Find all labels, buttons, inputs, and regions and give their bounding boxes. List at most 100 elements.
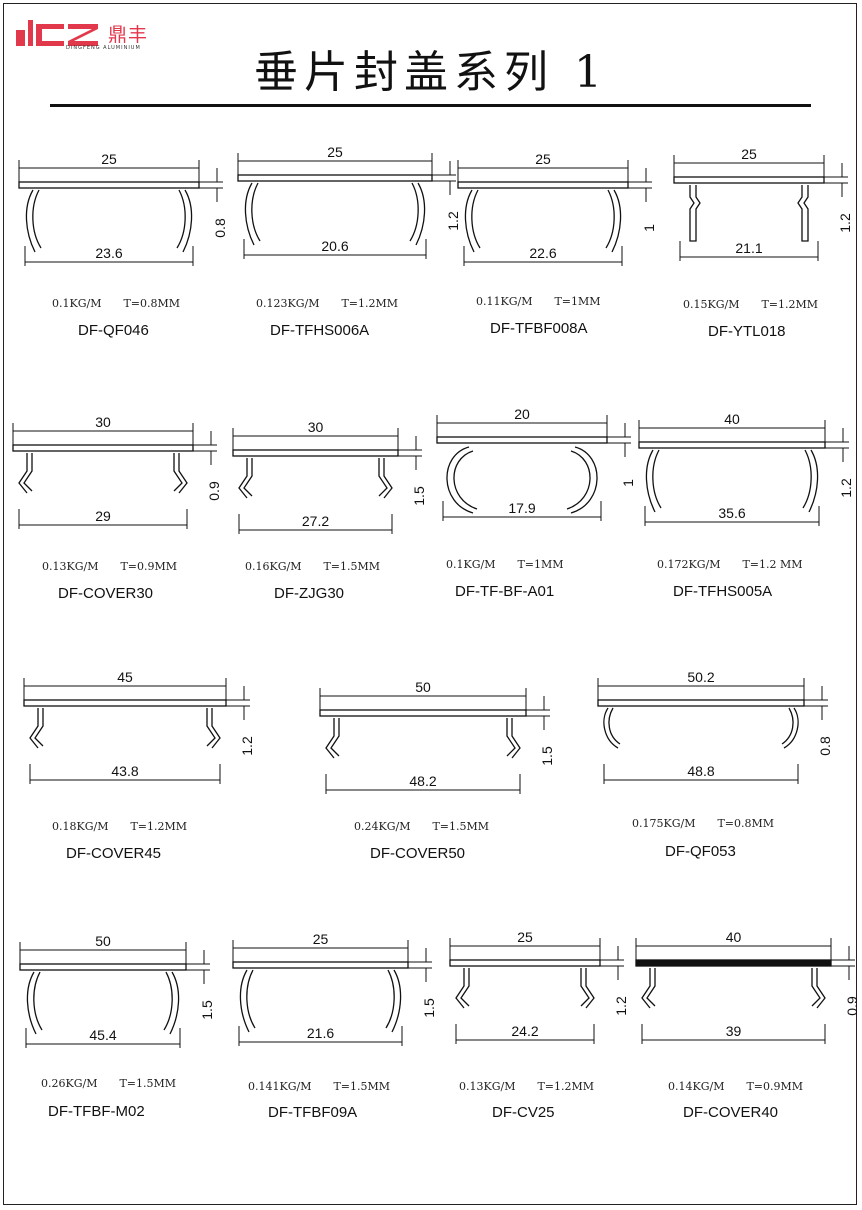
weight-value: 0.1KG/M bbox=[52, 297, 102, 310]
cover-plate bbox=[237, 174, 433, 182]
model-code: DF-TF-BF-A01 bbox=[455, 583, 555, 600]
inner-width-label: 21.1 bbox=[735, 240, 762, 256]
inner-dimension bbox=[455, 1024, 595, 1044]
spec-line: 0.15KG/M T=1.2MM bbox=[683, 298, 818, 311]
inner-dimension bbox=[641, 1024, 826, 1044]
width-label: 25 bbox=[741, 146, 757, 162]
thickness-dimension bbox=[398, 436, 422, 470]
inner-width-label: 43.8 bbox=[111, 763, 138, 779]
inner-dimension bbox=[603, 764, 799, 784]
spec-line: 0.1KG/M T=1MM bbox=[446, 558, 564, 571]
spec-line: 0.141KG/M T=1.5MM bbox=[248, 1080, 390, 1093]
thickness-value: T=1.5MM bbox=[323, 560, 381, 573]
inner-dimension bbox=[25, 1028, 181, 1048]
profile-shape bbox=[603, 707, 799, 749]
title-divider bbox=[50, 104, 811, 107]
width-dimension bbox=[237, 153, 433, 175]
thickness-dimension bbox=[408, 948, 432, 982]
inner-dimension bbox=[644, 506, 820, 526]
thickness-value: T=1.2MM bbox=[341, 297, 399, 310]
weight-value: 0.18KG/M bbox=[52, 820, 109, 833]
inner-dimension bbox=[29, 764, 221, 784]
inner-width-label: 27.2 bbox=[302, 513, 329, 529]
profile-drawing: 301.527.2 bbox=[232, 419, 427, 534]
width-label: 30 bbox=[95, 414, 111, 430]
thickness-value: T=1.2MM bbox=[537, 1080, 595, 1093]
inner-width-label: 23.6 bbox=[95, 245, 122, 261]
thickness-dimension bbox=[825, 428, 849, 462]
inner-dimension bbox=[24, 246, 194, 266]
inner-dimension bbox=[243, 239, 427, 259]
logo-mark-icon bbox=[16, 20, 98, 46]
thickness-value: T=1.2MM bbox=[761, 298, 819, 311]
width-dimension bbox=[319, 688, 527, 710]
thickness-value: T=1MM bbox=[517, 558, 564, 571]
profile-drawing: 45 1.2 43.8 bbox=[23, 669, 255, 784]
page-frame bbox=[3, 3, 857, 1205]
page-title: 垂片封盖系列 1 bbox=[254, 47, 608, 98]
model-code: DF-COVER50 bbox=[370, 845, 466, 862]
profile-shape bbox=[325, 718, 521, 759]
profile-drawing: 251.220.6 bbox=[237, 144, 461, 259]
width-dimension bbox=[18, 160, 200, 182]
cover-plate bbox=[635, 959, 832, 967]
thickness-value: T=1.5MM bbox=[333, 1080, 391, 1093]
model-code: DF-COVER45 bbox=[66, 845, 162, 862]
width-label: 40 bbox=[724, 411, 740, 427]
thickness-label: 0.8 bbox=[212, 218, 228, 238]
spec-line: 0.123KG/M T=1.2MM bbox=[256, 297, 398, 310]
thickness-value: T=0.8MM bbox=[717, 817, 775, 830]
model-code: DF-TFBF09A bbox=[268, 1104, 358, 1121]
thickness-value: T=0.8MM bbox=[123, 297, 181, 310]
width-label: 40 bbox=[726, 929, 742, 945]
weight-value: 0.1KG/M bbox=[446, 558, 496, 571]
model-code: DF-QF053 bbox=[665, 843, 736, 860]
logo-english: DINGFENG ALUMINIUM bbox=[66, 45, 141, 51]
profile-shape bbox=[244, 182, 426, 246]
inner-width-label: 48.2 bbox=[409, 773, 436, 789]
thickness-label: 1 bbox=[620, 479, 636, 487]
thickness-value: T=1.2 MM bbox=[742, 558, 803, 571]
model-code: DF-CV25 bbox=[492, 1104, 555, 1121]
thickness-dimension bbox=[526, 696, 550, 730]
thickness-value: T=0.9MM bbox=[746, 1080, 804, 1093]
model-code: DF-ZJG30 bbox=[274, 585, 345, 602]
profile-shape bbox=[238, 458, 393, 499]
weight-value: 0.123KG/M bbox=[256, 297, 320, 310]
width-dimension bbox=[449, 938, 601, 960]
width-dimension bbox=[638, 420, 826, 442]
profile-drawing: 501.545.4 bbox=[19, 933, 215, 1048]
width-dimension bbox=[635, 938, 832, 960]
thickness-dimension bbox=[193, 431, 217, 465]
width-label: 45 bbox=[117, 669, 133, 685]
weight-value: 0.15KG/M bbox=[683, 298, 740, 311]
inner-width-label: 20.6 bbox=[321, 238, 348, 254]
thickness-label: 0.8 bbox=[817, 736, 833, 756]
width-dimension bbox=[23, 678, 227, 700]
profile-shape bbox=[641, 968, 826, 1009]
profile-drawing: 401.235.6 bbox=[638, 411, 854, 526]
weight-value: 0.141KG/M bbox=[248, 1080, 312, 1093]
weight-value: 0.14KG/M bbox=[668, 1080, 725, 1093]
width-label: 50 bbox=[415, 679, 431, 695]
cover-plate bbox=[319, 709, 527, 717]
cover-plate bbox=[19, 963, 187, 971]
width-label: 25 bbox=[535, 151, 551, 167]
spec-line: 0.1KG/M T=0.8MM bbox=[52, 297, 180, 310]
thickness-dimension bbox=[607, 423, 631, 457]
cover-plate bbox=[12, 444, 194, 452]
width-dimension bbox=[232, 940, 409, 962]
thickness-label: 1.2 bbox=[239, 736, 255, 756]
model-code: DF-COVER40 bbox=[683, 1104, 779, 1121]
thickness-value: T=0.9MM bbox=[120, 560, 178, 573]
thickness-dimension bbox=[199, 168, 223, 202]
weight-value: 0.16KG/M bbox=[245, 560, 302, 573]
width-label: 20 bbox=[514, 406, 530, 422]
inner-width-label: 29 bbox=[95, 508, 111, 524]
profile-shape bbox=[239, 969, 402, 1033]
width-label: 25 bbox=[313, 931, 329, 947]
cover-plate bbox=[457, 181, 629, 189]
